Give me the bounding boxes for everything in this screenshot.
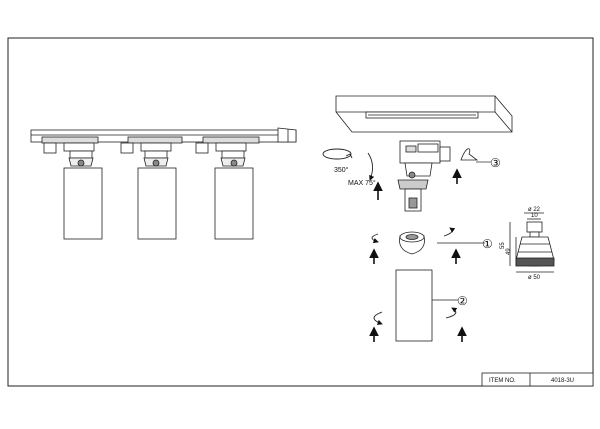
tilt-label: MAX 75° xyxy=(348,179,376,187)
step1-marker: ① xyxy=(482,237,493,251)
dim-top-label: ø 22 xyxy=(528,207,541,213)
spotlight-3 xyxy=(195,142,254,240)
step3-marker: ③ xyxy=(490,156,501,170)
rotation-label: 350° xyxy=(334,166,349,174)
twist-arrow-left-1 xyxy=(371,233,379,244)
twist-arrow-left-2 xyxy=(373,311,383,325)
twist-arrow-right-1 xyxy=(443,227,456,237)
item-no-label: ITEM NO. xyxy=(489,378,516,384)
dim-bottom-label: ø 50 xyxy=(528,275,541,281)
title-block: ITEM NO. 4018-3U xyxy=(481,372,594,387)
dim-side-label: 49 xyxy=(506,248,512,255)
step2-marker: ② xyxy=(457,294,468,308)
item-no-value: 4018-3U xyxy=(551,378,574,384)
bulb-dimension-drawing xyxy=(509,212,555,273)
dim-height-label: 55 xyxy=(500,242,506,249)
rotation-indicator xyxy=(322,148,353,160)
spotlight-2 xyxy=(120,142,177,240)
ceiling-track-plate xyxy=(335,95,513,133)
push-arrows xyxy=(369,168,467,342)
track-light-assembly xyxy=(30,127,297,240)
lamp-shade xyxy=(395,269,433,342)
track-rail xyxy=(30,127,297,144)
locking-clip xyxy=(460,148,479,161)
sheet-border xyxy=(7,37,594,387)
tilt-arc xyxy=(367,152,375,181)
spotlight-1 xyxy=(43,142,103,240)
adapter-head xyxy=(397,140,451,212)
twist-arrow-right-2 xyxy=(445,307,458,319)
led-bulb xyxy=(399,231,425,255)
dim-inner-label: 10 xyxy=(531,213,538,219)
